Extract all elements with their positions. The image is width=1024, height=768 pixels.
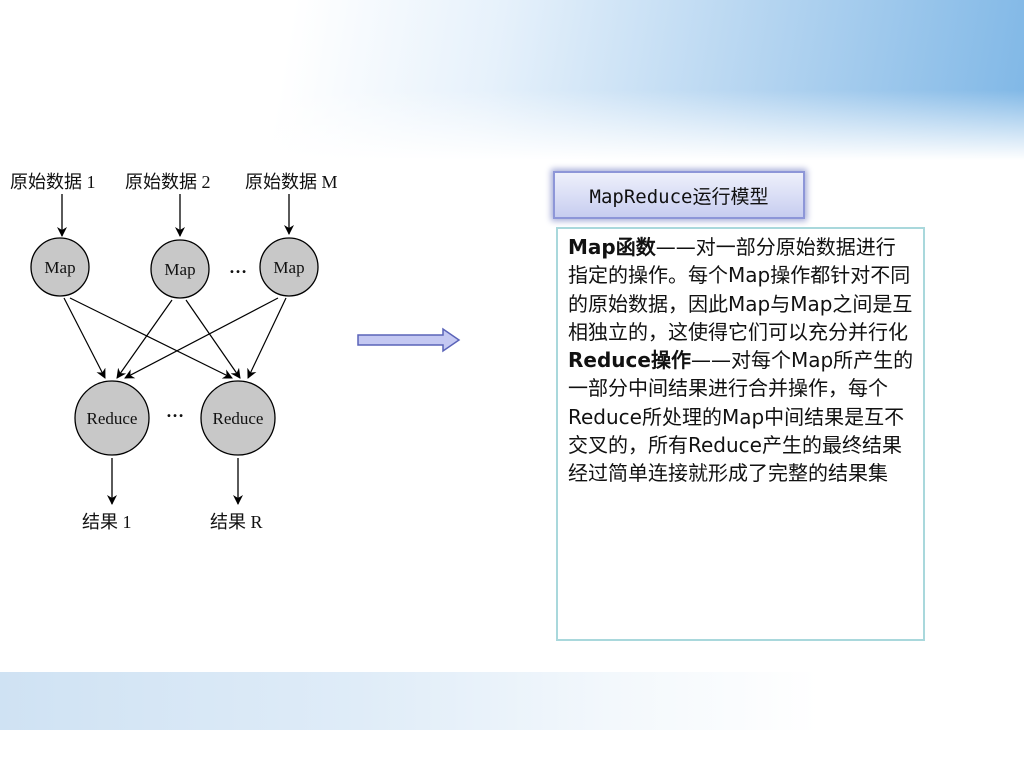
edge-mapm-reduce2 <box>247 297 287 379</box>
input-label-2: 原始数据 2 <box>125 172 211 192</box>
map-ellipsis: … <box>229 257 247 277</box>
output-label-r: 结果 R <box>210 512 263 532</box>
reduce-ellipsis: … <box>166 401 184 421</box>
model-title: MapReduce运行模型 <box>589 185 769 208</box>
map-node-2 <box>150 239 210 299</box>
map-description: Map函数——对一部分原始数据进行指定的操作。每个Map操作都针对不同的原始数据… <box>568 233 915 346</box>
right-arrow-icon <box>357 327 461 353</box>
reduce-term: Reduce操作 <box>568 348 691 373</box>
edge-mapm-reduce1 <box>124 297 279 379</box>
output-label-1: 结果 1 <box>82 512 132 532</box>
header-gradient-band <box>0 0 1024 160</box>
description-box: Map函数——对一部分原始数据进行指定的操作。每个Map操作都针对不同的原始数据… <box>556 227 925 641</box>
edge-map1-reduce2 <box>69 297 233 379</box>
mapreduce-diagram: 原始数据 1 原始数据 2 原始数据 M Map Map Map … Reduc… <box>10 172 338 532</box>
edge-map1-reduce1 <box>63 297 106 379</box>
edge-map2-reduce2 <box>185 299 241 379</box>
reduce-description: Reduce操作——对每个Map所产生的一部分中间结果进行合并操作，每个Redu… <box>568 346 915 487</box>
footer-gradient-band <box>0 672 1024 730</box>
reduce-text: ——对每个Map所产生的一部分中间结果进行合并操作，每个Reduce所处理的Ma… <box>568 348 914 486</box>
map-term: Map函数 <box>568 235 656 259</box>
reduce-node-1-label: Reduce <box>87 409 138 428</box>
reduce-node-r-label: Reduce <box>213 409 264 428</box>
map-node-m <box>259 237 319 297</box>
reduce-node-r <box>200 380 276 456</box>
map-node-2-label: Map <box>164 260 195 279</box>
reduce-node-1 <box>74 380 150 456</box>
input-label-1: 原始数据 1 <box>10 172 96 192</box>
map-node-m-label: Map <box>273 258 304 277</box>
map-node-1-label: Map <box>44 258 75 277</box>
map-node-1 <box>30 237 90 297</box>
input-label-m: 原始数据 M <box>245 172 338 192</box>
model-title-box: MapReduce运行模型 <box>553 171 805 219</box>
map-text: ——对一部分原始数据进行指定的操作。每个Map操作都针对不同的原始数据，因此Ma… <box>568 235 913 344</box>
edge-map2-reduce1 <box>116 299 173 379</box>
